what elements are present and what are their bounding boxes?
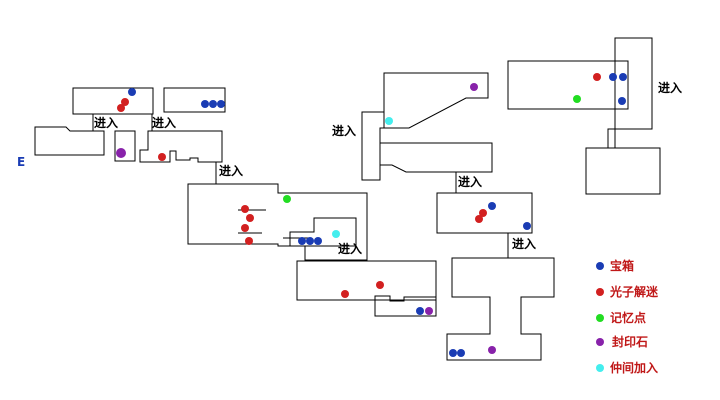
- legend-item-chest: 宝箱: [596, 258, 634, 273]
- chest-icon: [128, 88, 136, 96]
- start-marker: E: [17, 155, 25, 169]
- seal-stone-icon: [488, 346, 496, 354]
- chest-icon: [609, 73, 617, 81]
- legend-label: 封印石: [612, 334, 648, 349]
- chest-icon: [523, 222, 531, 230]
- chest-icon: [457, 349, 465, 357]
- room-southeast-hall: [446, 257, 555, 361]
- companion-icon: [596, 364, 604, 372]
- chest-icon: [298, 237, 306, 245]
- puzzle-icon: [241, 205, 249, 213]
- room-lower-middle: [296, 260, 437, 301]
- room-top-left-a: [72, 87, 154, 115]
- legend-label: 宝箱: [610, 258, 634, 273]
- room-mid-annex: [289, 217, 357, 247]
- entrance-label: 进入: [152, 115, 176, 130]
- save-point-icon: [596, 314, 604, 322]
- puzzle-icon: [246, 214, 254, 222]
- puzzle-icon: [158, 153, 166, 161]
- companion-icon: [385, 117, 393, 125]
- chest-icon: [618, 97, 626, 105]
- chest-icon: [619, 73, 627, 81]
- legend: 宝箱 光子解迷 记忆点 封印石 仲间加入: [596, 258, 659, 375]
- room-middle-corridor: [379, 142, 493, 173]
- puzzle-icon: [475, 215, 483, 223]
- entrance-label: 进入: [458, 174, 482, 189]
- entrance-label: 进入: [94, 115, 118, 130]
- legend-item-light-puzzle: 光子解迷: [596, 284, 659, 299]
- legend-item-save-point: 记忆点: [596, 310, 646, 325]
- puzzle-icon: [245, 237, 253, 245]
- room-east-puzzle: [436, 192, 533, 234]
- entrance-label: 进入: [658, 80, 682, 95]
- puzzle-markers: [117, 73, 601, 298]
- seal-stone-icon: [425, 307, 433, 315]
- chest-icon: [209, 100, 217, 108]
- legend-label: 记忆点: [610, 310, 646, 325]
- puzzle-icon: [596, 288, 604, 296]
- puzzle-icon: [479, 209, 487, 217]
- room-north-diagonal: [383, 72, 489, 129]
- room-southeast-end: [585, 147, 661, 195]
- seal-stone-icon: [596, 338, 604, 346]
- room-west-connector: [361, 111, 385, 181]
- seal-stone-icon: [116, 148, 126, 158]
- puzzle-icon: [241, 224, 249, 232]
- room-right-hall: [139, 130, 223, 163]
- room-small-seal: [114, 130, 136, 162]
- room-lower-annex: [374, 295, 437, 317]
- legend-label: 仲间加入: [610, 360, 658, 375]
- room-left-corridor: [34, 126, 105, 156]
- legend-label: 光子解迷: [609, 284, 659, 299]
- entrance-label: 进入: [332, 123, 356, 138]
- chest-markers: [128, 73, 627, 357]
- legend-item-seal-stone: 封印石: [596, 334, 648, 349]
- chest-icon: [201, 100, 209, 108]
- chest-icon: [416, 307, 424, 315]
- legend-item-companion-join: 仲间加入: [596, 360, 658, 375]
- chest-icon: [596, 262, 604, 270]
- puzzle-icon: [376, 281, 384, 289]
- seal-stone-icon: [470, 83, 478, 91]
- chest-icon: [306, 237, 314, 245]
- save-point-icon: [573, 95, 581, 103]
- chest-icon: [314, 237, 322, 245]
- entrance-label: 进入: [512, 236, 536, 251]
- seal-stone-markers: [116, 83, 496, 354]
- room-top-left-b: [163, 87, 226, 113]
- chest-icon: [488, 202, 496, 210]
- puzzle-icon: [593, 73, 601, 81]
- puzzle-icon: [341, 290, 349, 298]
- room-northeast: [507, 60, 629, 110]
- chest-icon: [217, 100, 225, 108]
- save-point-markers: [283, 95, 581, 203]
- chest-icon: [449, 349, 457, 357]
- puzzle-icon: [121, 98, 129, 106]
- save-point-icon: [283, 195, 291, 203]
- entrance-label: 进入: [219, 163, 243, 178]
- room-east-tower: [607, 37, 653, 149]
- entrance-label: 进入: [338, 241, 362, 256]
- companion-markers: [332, 117, 393, 238]
- companion-icon: [332, 230, 340, 238]
- puzzle-icon: [117, 104, 125, 112]
